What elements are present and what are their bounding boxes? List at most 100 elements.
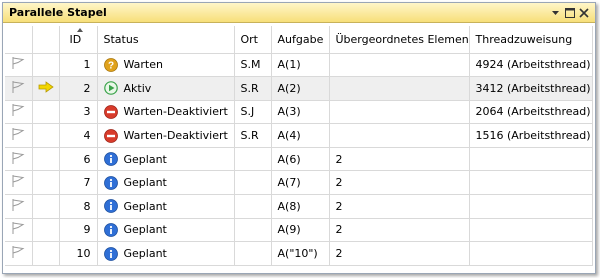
header-parent[interactable]: Übergeordnetes Element: [329, 26, 470, 54]
current-indicator-cell: [32, 218, 60, 243]
ort-cell: S.M: [234, 53, 272, 78]
id-cell: 3: [59, 100, 98, 125]
status-cell: Warten-Deaktiviert: [97, 100, 235, 125]
header-status[interactable]: Status: [97, 26, 235, 54]
current-indicator-cell: [32, 100, 60, 125]
aufgabe-cell: A(3): [271, 100, 330, 125]
current-indicator-cell: [32, 170, 60, 196]
table-row[interactable]: 7 Geplant A(7)2: [5, 170, 593, 196]
parent-cell: 2: [329, 170, 470, 196]
status-label: Warten-Deaktiviert: [123, 105, 228, 119]
aufgabe-cell: A(1): [271, 53, 330, 78]
flag-icon[interactable]: [11, 221, 25, 235]
parent-cell: [329, 76, 470, 101]
play-icon: [103, 81, 118, 96]
svg-text:?: ?: [107, 60, 113, 71]
flag-cell[interactable]: [5, 53, 33, 78]
ort-cell: S.R: [234, 76, 272, 101]
header-flag[interactable]: [5, 26, 33, 54]
flag-cell[interactable]: [5, 123, 33, 148]
thread-cell: [469, 170, 593, 196]
ort-cell: [234, 147, 272, 172]
ort-cell: S.J: [234, 100, 272, 125]
flag-cell[interactable]: [5, 76, 33, 101]
flag-cell[interactable]: [5, 194, 33, 219]
id-cell: 9: [59, 218, 98, 243]
flag-cell[interactable]: [5, 147, 33, 172]
info-icon: [103, 223, 118, 237]
window-title: Parallele Stapel: [9, 6, 107, 19]
info-icon: [103, 199, 118, 214]
window-titlebar[interactable]: Parallele Stapel: [3, 3, 595, 23]
aufgabe-cell: A(7): [271, 170, 330, 196]
flag-cell[interactable]: [5, 100, 33, 125]
tasks-table: ID Status Ort Aufgabe Übergeordnetes Ele…: [5, 26, 593, 266]
flag-cell[interactable]: [5, 170, 33, 196]
header-ort[interactable]: Ort: [234, 26, 272, 54]
thread-cell: [469, 194, 593, 219]
parent-cell: [329, 100, 470, 125]
id-cell: 6: [59, 147, 98, 172]
status-label: Geplant: [123, 152, 167, 166]
current-indicator-cell: [32, 241, 60, 266]
info-icon: [103, 152, 118, 167]
flag-icon[interactable]: [11, 198, 25, 212]
flag-icon[interactable]: [11, 103, 25, 117]
ort-cell: [234, 241, 272, 266]
info-icon: [103, 246, 118, 261]
id-cell: 2: [59, 76, 98, 101]
stop-icon: [103, 105, 118, 119]
flag-icon[interactable]: [11, 80, 25, 94]
sort-ascending-icon: [76, 28, 83, 32]
ort-cell: [234, 218, 272, 243]
ort-cell: [234, 194, 272, 219]
status-label: Aktiv: [123, 81, 152, 95]
current-indicator-cell: [32, 123, 60, 148]
parent-cell: 2: [329, 241, 470, 266]
id-cell: 7: [59, 170, 98, 196]
status-cell: ?Warten: [97, 53, 235, 78]
status-label: Geplant: [123, 176, 167, 190]
ort-cell: [234, 170, 272, 196]
flag-icon[interactable]: [11, 127, 25, 141]
info-icon: [103, 175, 118, 190]
aufgabe-cell: A("10"): [271, 241, 330, 266]
aufgabe-cell: A(6): [271, 147, 330, 172]
thread-cell: [469, 147, 593, 172]
flag-icon[interactable]: [11, 245, 25, 259]
status-label: Geplant: [123, 247, 167, 261]
status-cell: Geplant: [97, 241, 235, 266]
thread-cell: 4924 (Arbeitsthread): [469, 53, 593, 78]
dropdown-icon[interactable]: [550, 7, 561, 18]
flag-cell[interactable]: [5, 241, 33, 266]
flag-icon[interactable]: [11, 151, 25, 165]
parent-cell: 2: [329, 194, 470, 219]
aufgabe-cell: A(8): [271, 194, 330, 219]
status-cell: Geplant: [97, 147, 235, 172]
thread-cell: 2064 (Arbeitsthread): [469, 100, 593, 125]
parent-cell: 2: [329, 218, 470, 243]
status-label: Geplant: [123, 223, 167, 237]
header-arrow[interactable]: [32, 26, 60, 54]
flag-icon[interactable]: [11, 56, 25, 70]
flag-cell[interactable]: [5, 218, 33, 243]
header-aufgabe[interactable]: Aufgabe: [271, 26, 330, 54]
maximize-icon[interactable]: [564, 7, 575, 18]
flag-icon[interactable]: [11, 174, 25, 188]
header-id[interactable]: ID: [59, 26, 98, 54]
close-icon[interactable]: [578, 7, 589, 18]
status-cell: Geplant: [97, 218, 235, 243]
header-thread[interactable]: Threadzuweisung: [469, 26, 593, 54]
parallel-stacks-window: Parallele Stapel ID: [2, 2, 596, 274]
current-task-arrow-icon: [38, 81, 54, 96]
status-cell: Warten-Deaktiviert: [97, 123, 235, 148]
status-cell: Geplant: [97, 194, 235, 219]
